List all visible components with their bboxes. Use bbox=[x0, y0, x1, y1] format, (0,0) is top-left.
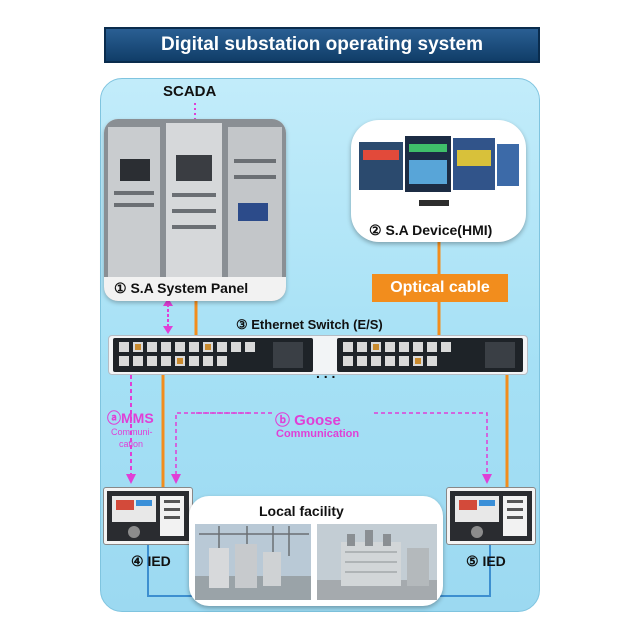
ied-right-image bbox=[450, 491, 532, 541]
goose-arrow-right-head bbox=[482, 474, 492, 484]
panel-switch-arrow-down bbox=[163, 326, 173, 334]
ied-left-device bbox=[103, 487, 193, 545]
mms-label: ⓐMMS bbox=[107, 410, 154, 426]
hmi-device-card bbox=[351, 120, 526, 242]
switch-unit-left bbox=[113, 338, 313, 372]
ied-right-device bbox=[446, 487, 536, 545]
panel-switch-arrow-up bbox=[163, 298, 173, 306]
goose-arrow-left-line bbox=[175, 412, 272, 478]
goose-sub: Communication bbox=[276, 428, 360, 440]
scada-label: SCADA bbox=[163, 83, 217, 100]
field-cable-right bbox=[440, 545, 491, 597]
hmi-screens-image bbox=[359, 136, 519, 206]
hmi-device-label: ② S.A Device(HMI) bbox=[369, 222, 493, 238]
goose-label: ⓑ Goose bbox=[275, 412, 341, 429]
switch-unit-right bbox=[337, 338, 523, 372]
ied-left-label: ④ IED bbox=[131, 553, 171, 569]
goose-arrow-left-head bbox=[171, 474, 181, 484]
switch-ports-left bbox=[119, 342, 303, 368]
system-panel-card bbox=[104, 119, 286, 301]
ied-left-image bbox=[107, 491, 189, 541]
ied-right-label: ⑤ IED bbox=[466, 553, 506, 569]
switch-ports-right bbox=[343, 342, 515, 368]
switch-ellipsis: . . . bbox=[316, 365, 336, 381]
field-cable-left bbox=[147, 545, 196, 597]
page-title: Digital substation operating system bbox=[104, 27, 540, 63]
mms-sub-line2: cation bbox=[119, 439, 144, 449]
mms-arrow-head bbox=[126, 474, 136, 484]
mms-sub-line1: Communi- bbox=[111, 427, 153, 437]
ethernet-switch-label: ③ Ethernet Switch (E/S) bbox=[236, 317, 383, 332]
local-facility-card: Local facility bbox=[189, 496, 443, 606]
goose-arrow-right-line bbox=[374, 412, 488, 478]
system-panel-image bbox=[104, 119, 286, 301]
ethernet-switch bbox=[108, 335, 528, 375]
optical-cable-label: Optical cable bbox=[372, 274, 508, 302]
local-facility-images bbox=[195, 524, 437, 600]
local-facility-label: Local facility bbox=[259, 503, 344, 519]
system-panel-label: ① S.A System Panel bbox=[114, 280, 249, 296]
